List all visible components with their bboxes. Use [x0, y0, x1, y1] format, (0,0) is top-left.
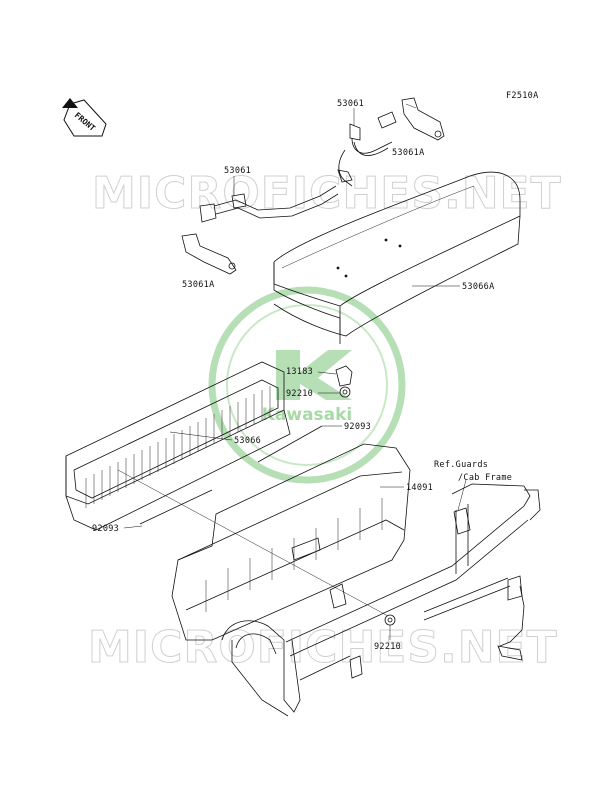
bracket-53061a-top — [401, 97, 445, 141]
rod-92093-right — [257, 425, 323, 463]
mount-plate-14091 — [171, 443, 411, 641]
cab-frame-guard — [221, 483, 541, 717]
clip-13183 — [335, 365, 353, 387]
nut-92210-top — [339, 386, 351, 398]
watermark-text-top: MICROFICHES.NET — [92, 168, 562, 219]
backrest-53066 — [65, 361, 291, 531]
part-label-53066a: 53066A — [462, 282, 495, 292]
kawasaki-logo-watermark: Kawasaki — [208, 286, 406, 484]
watermark: MICROFICHES.NET MICROFICHES.NET Kawasaki — [88, 168, 562, 674]
strap-53061-left — [199, 185, 339, 223]
part-label-53066: 53066 — [234, 436, 261, 446]
watermark-brand: Kawasaki — [262, 405, 353, 425]
part-label-53061a-left: 53061A — [182, 280, 215, 290]
watermark-text-bottom: MICROFICHES.NET — [88, 622, 558, 673]
bracket-53061a-left — [181, 233, 237, 275]
front-arrow-icon: FRONT — [62, 98, 107, 137]
part-label-92093-right: 92093 — [344, 422, 371, 432]
part-label-53061a-top: 53061A — [392, 148, 425, 158]
part-label-92210-top: 92210 — [286, 389, 313, 399]
part-label-53061-top: 53061 — [337, 99, 364, 109]
part-label-53061-left: 53061 — [224, 166, 251, 176]
backrest-slots — [85, 386, 271, 508]
part-label-14091: 14091 — [406, 483, 433, 493]
figure-code: F2510A — [506, 91, 539, 101]
seat-cushion-53066a — [273, 171, 521, 344]
rod-92093-left — [139, 489, 213, 525]
strap-53061-top — [337, 111, 397, 187]
ref-label-guards: Ref.Guards — [434, 460, 488, 470]
part-label-13183: 13183 — [286, 367, 313, 377]
ref-label-cab-frame: /Cab Frame — [458, 473, 512, 483]
part-label-92210-bottom: 92210 — [374, 642, 401, 652]
part-label-92093-left: 92093 — [92, 524, 119, 534]
